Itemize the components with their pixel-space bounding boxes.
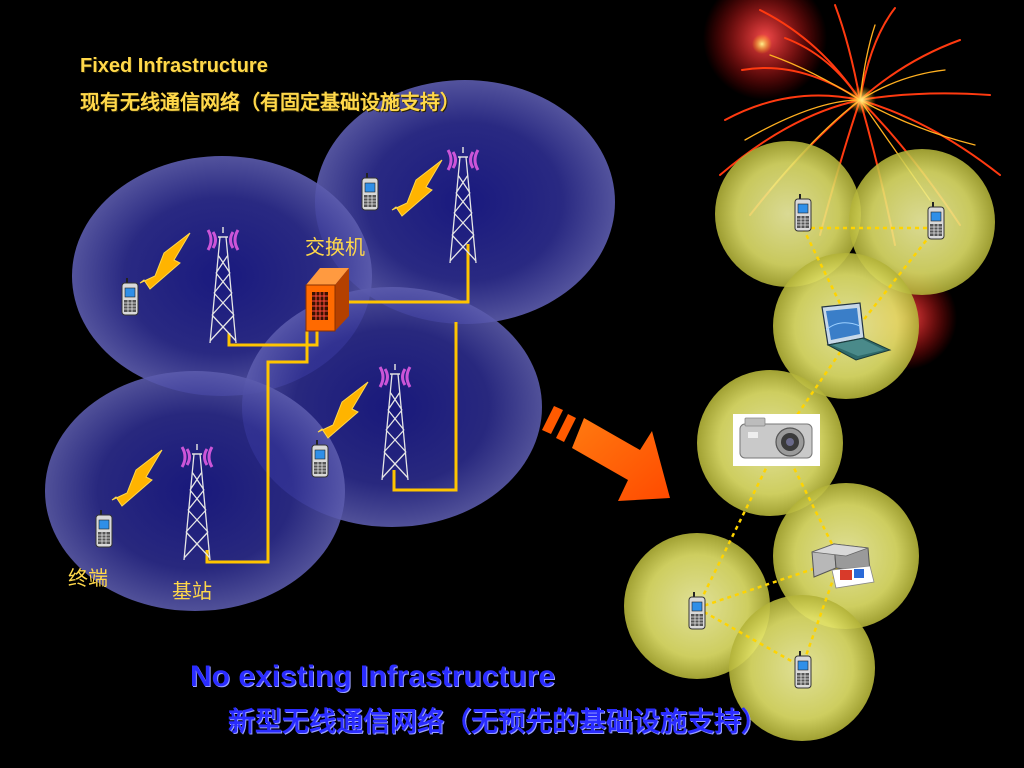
cell-area-top [315, 80, 615, 324]
base-station-label: 基站 [172, 579, 212, 603]
laptop-icon [821, 302, 892, 361]
switch-box-icon [305, 268, 349, 332]
cell-coverage-areas [45, 80, 615, 611]
fixed-infrastructure-title: Fixed Infrastructure [80, 55, 268, 77]
digital-camera-icon [733, 414, 820, 466]
adhoc-area [715, 141, 861, 287]
wired-links [205, 244, 470, 564]
no-infrastructure-title: No existing Infrastructure [190, 660, 556, 693]
arrow-icon [542, 406, 670, 501]
cell-area-bottom [45, 371, 345, 611]
no-infrastructure-subtitle: 新型无线通信网络（无预先的基础设施支持） [228, 707, 768, 738]
fixed-infrastructure-subtitle: 现有无线通信网络（有固定基础设施支持） [80, 90, 460, 114]
printer-icon [811, 543, 875, 589]
terminal-label: 终端 [68, 566, 108, 590]
adhoc-area [849, 149, 995, 295]
switch-label: 交换机 [305, 235, 365, 259]
